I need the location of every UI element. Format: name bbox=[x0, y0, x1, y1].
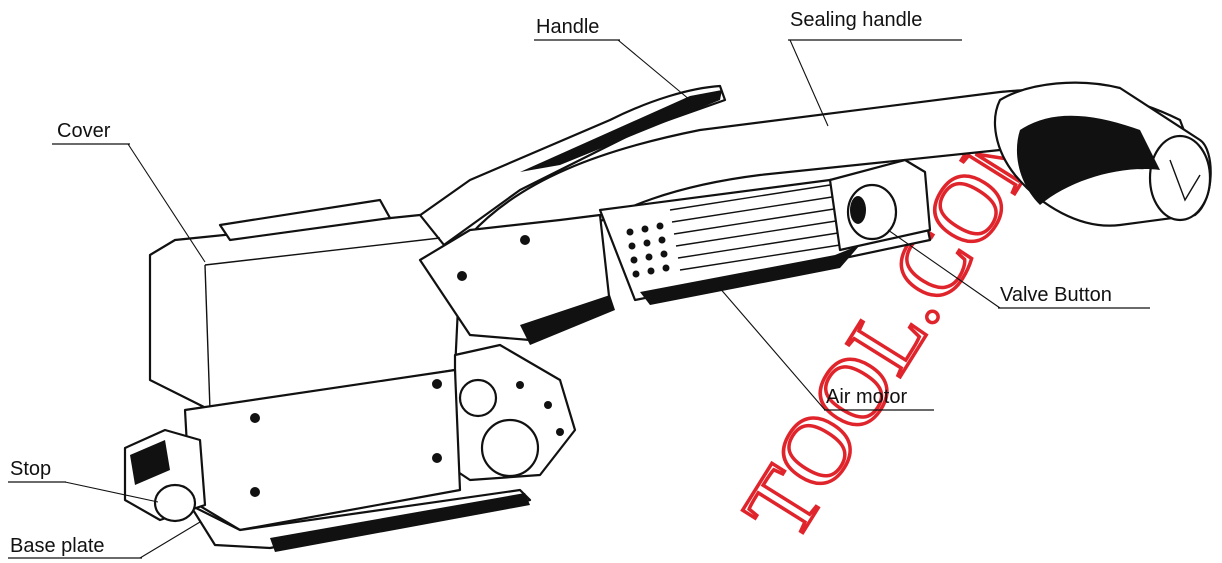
leader-cover bbox=[127, 143, 206, 263]
label-air-motor: Air motor bbox=[826, 386, 907, 408]
grip-end-cap bbox=[1148, 134, 1212, 222]
air-motor-fins bbox=[669, 184, 841, 271]
label-cover: Cover bbox=[57, 120, 111, 142]
leader-air-motor bbox=[717, 285, 826, 411]
stop-bracket-shadow bbox=[130, 440, 170, 485]
leader-handle bbox=[617, 39, 691, 101]
side-screw-2 bbox=[432, 379, 442, 389]
gear-roller-2 bbox=[480, 418, 540, 478]
pivot-screw-1 bbox=[457, 271, 467, 281]
leader-base-plate bbox=[139, 521, 201, 559]
handle-lever-shadow bbox=[520, 90, 722, 172]
valve-button-shadow bbox=[850, 196, 866, 224]
leader-sealing-handle bbox=[789, 39, 829, 127]
label-handle: Handle bbox=[536, 16, 599, 38]
leader-stop bbox=[64, 481, 159, 503]
side-screw-4 bbox=[432, 453, 442, 463]
stop-knob bbox=[153, 483, 197, 523]
label-valve-button: Valve Button bbox=[1000, 284, 1112, 306]
cover-front-edge bbox=[204, 264, 211, 411]
pivot-link bbox=[418, 213, 612, 342]
labels: Handle Sealing handle Cover Valve Button… bbox=[8, 9, 1150, 559]
label-stop: Stop bbox=[10, 458, 51, 480]
pivot-screw-2 bbox=[520, 235, 530, 245]
base-plate-shape bbox=[188, 488, 532, 550]
base-plate-shadow bbox=[270, 493, 530, 552]
cover-top-rail bbox=[218, 198, 392, 242]
gear-screw-1 bbox=[516, 381, 524, 389]
side-screw-3 bbox=[250, 487, 260, 497]
tool-illustration bbox=[123, 81, 1212, 552]
leader-valve-button bbox=[887, 229, 1001, 309]
gear-screw-2 bbox=[544, 401, 552, 409]
pivot-link-shadow bbox=[520, 295, 615, 345]
gear-roller-1 bbox=[458, 378, 498, 418]
label-base-plate: Base plate bbox=[10, 535, 105, 557]
grip-end-mark bbox=[1169, 159, 1201, 202]
gear-screw-3 bbox=[556, 428, 564, 436]
air-motor-vents bbox=[626, 222, 670, 278]
label-sealing-handle: Sealing handle bbox=[790, 9, 922, 31]
side-screw-1 bbox=[250, 413, 260, 423]
air-motor-shadow bbox=[640, 245, 860, 305]
leader-lines bbox=[64, 39, 1001, 559]
grip-shadow bbox=[1016, 115, 1160, 205]
cover-ridge bbox=[204, 237, 441, 266]
